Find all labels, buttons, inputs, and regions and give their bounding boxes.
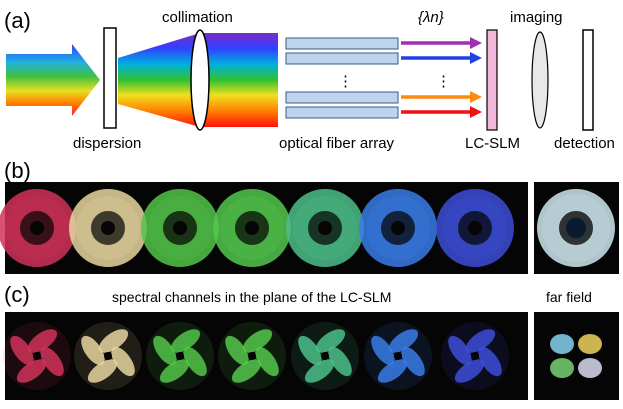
input-beam-arrow xyxy=(6,44,100,116)
panel-label-c: (c) xyxy=(4,282,30,307)
vortex-beam xyxy=(364,322,432,390)
far-field-donut xyxy=(537,189,615,267)
optical-fiber-array xyxy=(285,37,399,119)
channel-arrowhead-violet xyxy=(470,37,482,49)
far-field-label: far field xyxy=(546,289,592,305)
donut-beam xyxy=(436,189,514,267)
vortex-beam xyxy=(441,322,509,390)
vortex-beam xyxy=(291,322,359,390)
dispersion-label: dispersion xyxy=(73,135,141,152)
vortex-beam xyxy=(3,322,71,390)
panel-c-caption: spectral channels in the plane of the LC… xyxy=(112,289,391,305)
detector xyxy=(582,29,594,131)
collimation-label: collimation xyxy=(162,9,233,26)
donut-beam xyxy=(286,189,364,267)
fiber xyxy=(285,37,399,50)
far-field-vortex xyxy=(550,334,602,378)
vortex-beam xyxy=(146,322,214,390)
channel-arrowhead-blue xyxy=(470,52,482,64)
donut-beam xyxy=(0,189,76,267)
dispersion-grating xyxy=(103,27,117,129)
donut-beams xyxy=(0,189,615,267)
lambda-set-label: {λn} xyxy=(418,9,444,26)
vortex-beam xyxy=(74,322,142,390)
fiber xyxy=(285,52,399,65)
panel-label-b: (b) xyxy=(4,158,31,183)
petal-beams xyxy=(3,322,602,390)
detection-label: detection xyxy=(554,135,615,152)
fiber xyxy=(285,91,399,104)
channel-arrowhead-red xyxy=(470,106,482,118)
channel-arrowhead-orange xyxy=(470,91,482,103)
imaging-lens xyxy=(531,31,549,129)
channel-arrows xyxy=(401,37,482,118)
lc-slm xyxy=(486,29,498,131)
vortex-beam xyxy=(218,322,286,390)
fiber-array-label: optical fiber array xyxy=(279,135,395,152)
lc-slm-label: LC-SLM xyxy=(465,135,520,152)
fiber xyxy=(285,106,399,119)
donut-beam xyxy=(69,189,147,267)
donut-beam xyxy=(141,189,219,267)
donut-beam xyxy=(213,189,291,267)
panel-label-a: (a) xyxy=(4,8,31,33)
donut-beam xyxy=(359,189,437,267)
imaging-label: imaging xyxy=(510,9,563,26)
arrow-vdots: ⋮ xyxy=(436,73,451,90)
collimation-lens xyxy=(190,29,210,131)
fiber-vdots: ⋮ xyxy=(338,73,353,90)
